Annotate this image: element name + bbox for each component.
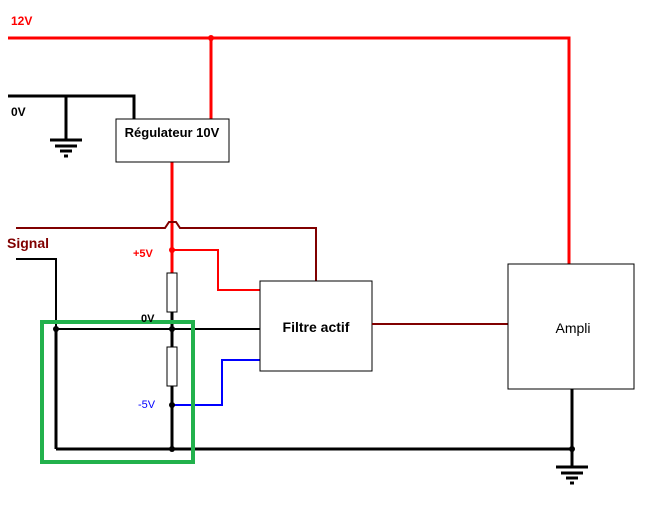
highlight-box — [40, 320, 195, 464]
ground-icon-right — [556, 465, 588, 485]
resistor-bottom — [166, 346, 178, 387]
junction-0v — [169, 326, 175, 332]
junction-ground-right — [569, 446, 575, 452]
wire-12v-rail — [8, 36, 571, 264]
resistor-top — [166, 272, 178, 313]
label-plus-5v: +5V — [133, 248, 154, 260]
junction-minus-5v — [169, 402, 175, 408]
amplifier-block — [507, 263, 635, 390]
filter-block — [259, 280, 373, 372]
label-0v-top: 0V — [11, 105, 26, 119]
label-minus-5v: -5V — [138, 399, 156, 411]
junction-signal — [53, 326, 59, 332]
wire-ground-top — [8, 94, 136, 140]
regulator-block — [115, 118, 230, 163]
wire-minus-5v — [172, 359, 260, 406]
filter-label: Filtre actif — [283, 319, 350, 335]
junction-ground-mid — [169, 446, 175, 452]
label-12v: 12V — [11, 14, 32, 28]
regulator-label: Régulateur 10V — [125, 125, 220, 140]
amplifier-label: Ampli — [555, 320, 590, 336]
junction-plus-5v — [169, 247, 175, 253]
wire-plus-5v — [172, 249, 260, 291]
junction-12v — [208, 35, 214, 41]
wire-signal-input — [16, 258, 260, 330]
label-signal: Signal — [7, 235, 49, 251]
ground-icon — [50, 138, 82, 158]
label-0v-mid: 0V — [141, 313, 155, 325]
wire-signal-feed — [16, 221, 317, 281]
wire-ground-bus — [56, 389, 574, 466]
